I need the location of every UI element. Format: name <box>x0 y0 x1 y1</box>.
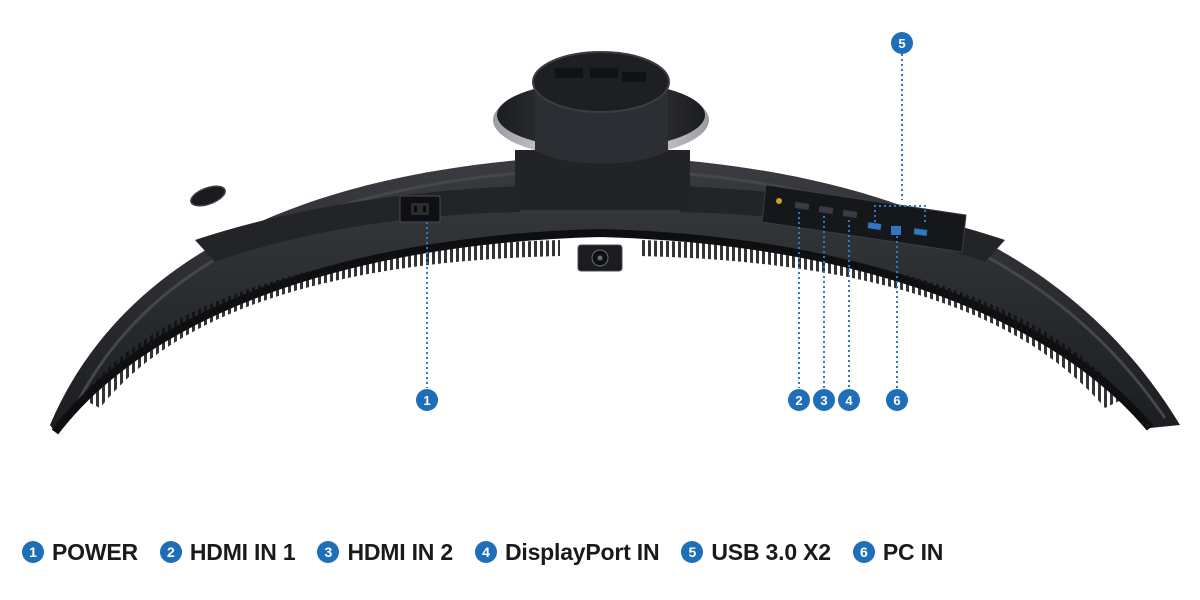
svg-text:4: 4 <box>845 393 853 408</box>
legend-label-hdmi-1: HDMI IN 1 <box>189 538 296 565</box>
hdmi-1-port <box>794 202 810 210</box>
callout-2: 2 <box>788 389 810 411</box>
callout-1: 1 <box>416 389 438 411</box>
stand-top <box>532 51 670 113</box>
port-legend: 1 POWER 2 HDMI IN 1 3 HDMI IN 2 4 Displa… <box>22 532 965 572</box>
legend-item-power: 1 POWER <box>22 539 138 566</box>
vent-band-left <box>80 240 560 408</box>
vent-band-right <box>640 240 1125 408</box>
legend-badge-6: 6 <box>852 541 875 563</box>
joystick-icon <box>577 244 623 272</box>
svg-text:2: 2 <box>795 393 802 408</box>
leader-bracket-5 <box>874 205 926 222</box>
displayport-port <box>842 210 858 218</box>
legend-badge-2: 2 <box>159 541 182 563</box>
legend-label-hdmi-2: HDMI IN 2 <box>347 538 453 565</box>
legend-item-hdmi-1: 2 HDMI IN 1 <box>159 538 296 566</box>
callout-6: 6 <box>886 389 908 411</box>
legend-label-displayport: DisplayPort IN <box>504 538 660 565</box>
legend-item-hdmi-2: 3 HDMI IN 2 <box>317 539 453 566</box>
legend-badge-4: 4 <box>474 541 497 563</box>
stand-slot-2 <box>590 68 618 78</box>
legend-badge-1: 1 <box>22 541 44 563</box>
monitor-rear-illustration: 1 2 3 4 5 6 <box>50 32 1180 435</box>
legend-label-usb: USB 3.0 X2 <box>711 538 831 565</box>
svg-text:6: 6 <box>893 393 900 408</box>
svg-text:3: 3 <box>820 393 827 408</box>
stand-slot-3 <box>622 72 646 82</box>
callout-5: 5 <box>891 32 913 54</box>
legend-label-pc-in: PC IN <box>882 538 944 565</box>
legend-label-power: POWER <box>52 538 138 565</box>
usb-port-2 <box>913 228 928 236</box>
hdmi-2-port <box>818 206 834 214</box>
svg-text:5: 5 <box>898 36 905 51</box>
left-indent <box>190 185 226 207</box>
callout-3: 3 <box>813 389 835 411</box>
pc-in-port <box>891 226 901 235</box>
legend-item-displayport: 4 DisplayPort IN <box>474 538 660 566</box>
usb-port-1 <box>867 222 882 230</box>
svg-text:1: 1 <box>423 393 430 408</box>
callout-4: 4 <box>838 389 860 411</box>
leader-lines <box>426 54 926 388</box>
legend-item-pc-in: 6 PC IN <box>852 538 944 566</box>
legend-badge-5: 5 <box>681 541 704 563</box>
audio-jack <box>776 198 782 204</box>
legend-badge-3: 3 <box>317 541 340 563</box>
legend-item-usb: 5 USB 3.0 X2 <box>681 538 831 566</box>
stand-slot-1 <box>555 68 583 78</box>
power-socket-icon <box>399 195 441 223</box>
